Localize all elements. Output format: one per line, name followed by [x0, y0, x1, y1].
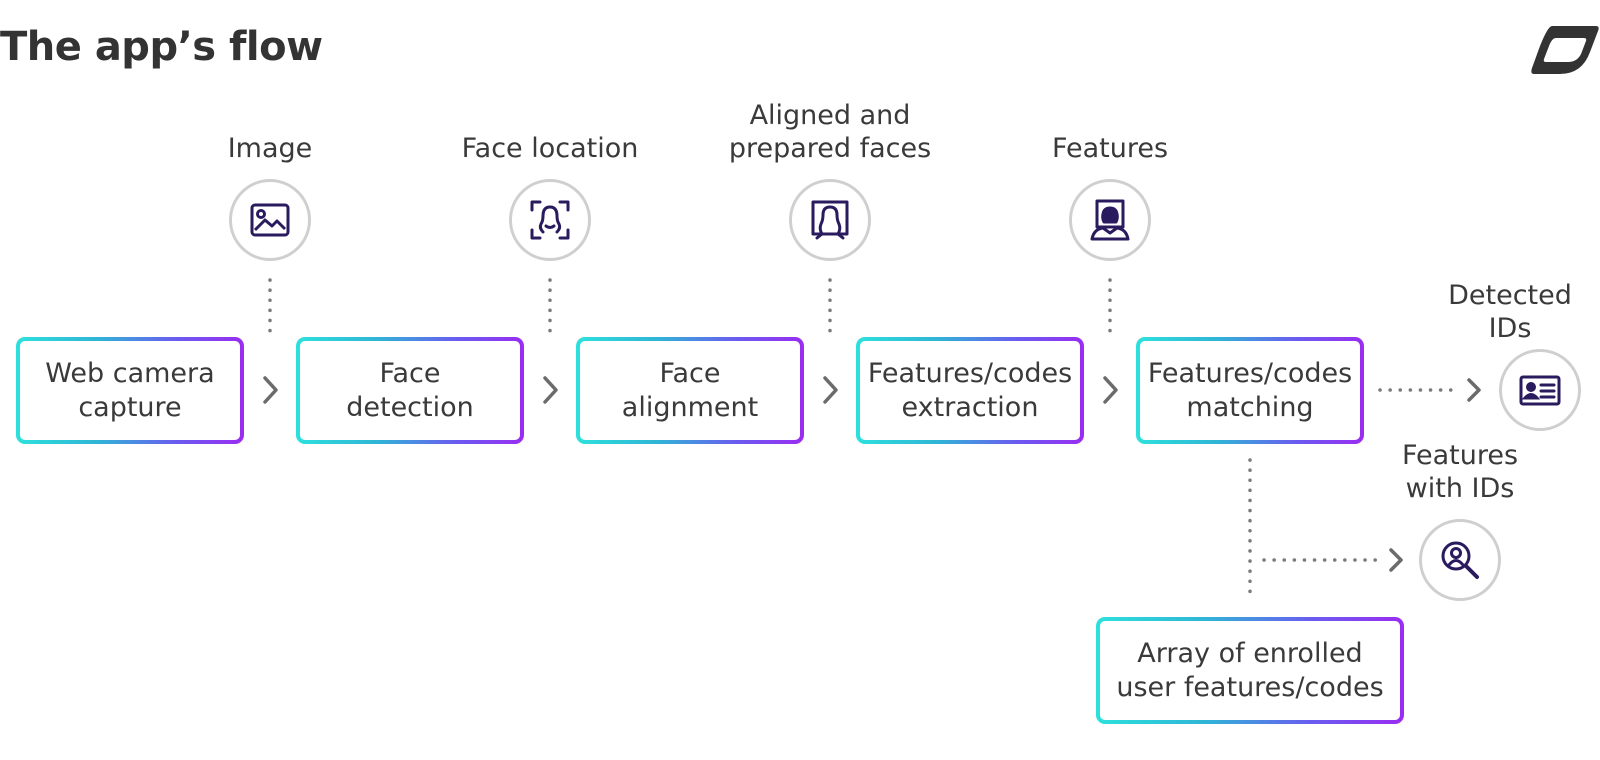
output-face-location [509, 179, 591, 261]
face-scan-icon [530, 200, 570, 240]
step-label: Features/codes extraction [867, 357, 1073, 423]
output-label-image: Image [227, 133, 313, 164]
step-label: Features/codes matching [1147, 357, 1353, 423]
brand-logo [1531, 26, 1599, 74]
output-label-features-with-ids: Features with IDs [1401, 440, 1519, 504]
chevron-right-icon [543, 376, 558, 404]
step-face-detection: Face detection [296, 337, 524, 444]
chevron-right-icon [1103, 376, 1118, 404]
page-title: The app’s flow [0, 24, 323, 70]
step-features-matching: Features/codes matching [1136, 337, 1364, 444]
output-image [229, 179, 311, 261]
face-features-icon [1090, 199, 1130, 241]
step-web-camera-capture: Web camera capture [16, 337, 244, 444]
step-label: Array of enrolled user features/codes [1116, 637, 1384, 703]
output-label-aligned-faces: Aligned and prepared faces [728, 100, 932, 164]
chevron-right-icon [263, 376, 278, 404]
output-aligned-faces [789, 179, 871, 261]
output-label-detected-ids: Detected IDs [1448, 280, 1572, 344]
output-detected-ids [1499, 349, 1581, 431]
chevron-right-icon [823, 376, 838, 404]
image-icon [250, 203, 290, 237]
step-enrolled-features-array: Array of enrolled user features/codes [1096, 617, 1404, 724]
arrow-head-icon [1467, 378, 1481, 402]
face-frame-icon [811, 200, 849, 240]
step-label: Web camera capture [45, 357, 215, 423]
output-label-face-location: Face location [461, 133, 639, 164]
output-label-features: Features [1051, 133, 1169, 164]
step-label: Face alignment [621, 357, 759, 423]
step-label: Face detection [346, 357, 474, 423]
output-features-with-ids [1419, 519, 1501, 601]
id-card-icon [1519, 375, 1561, 406]
step-features-extraction: Features/codes extraction [856, 337, 1084, 444]
step-face-alignment: Face alignment [576, 337, 804, 444]
search-person-icon [1441, 541, 1479, 579]
output-features [1069, 179, 1151, 261]
arrow-head-icon [1389, 548, 1403, 572]
